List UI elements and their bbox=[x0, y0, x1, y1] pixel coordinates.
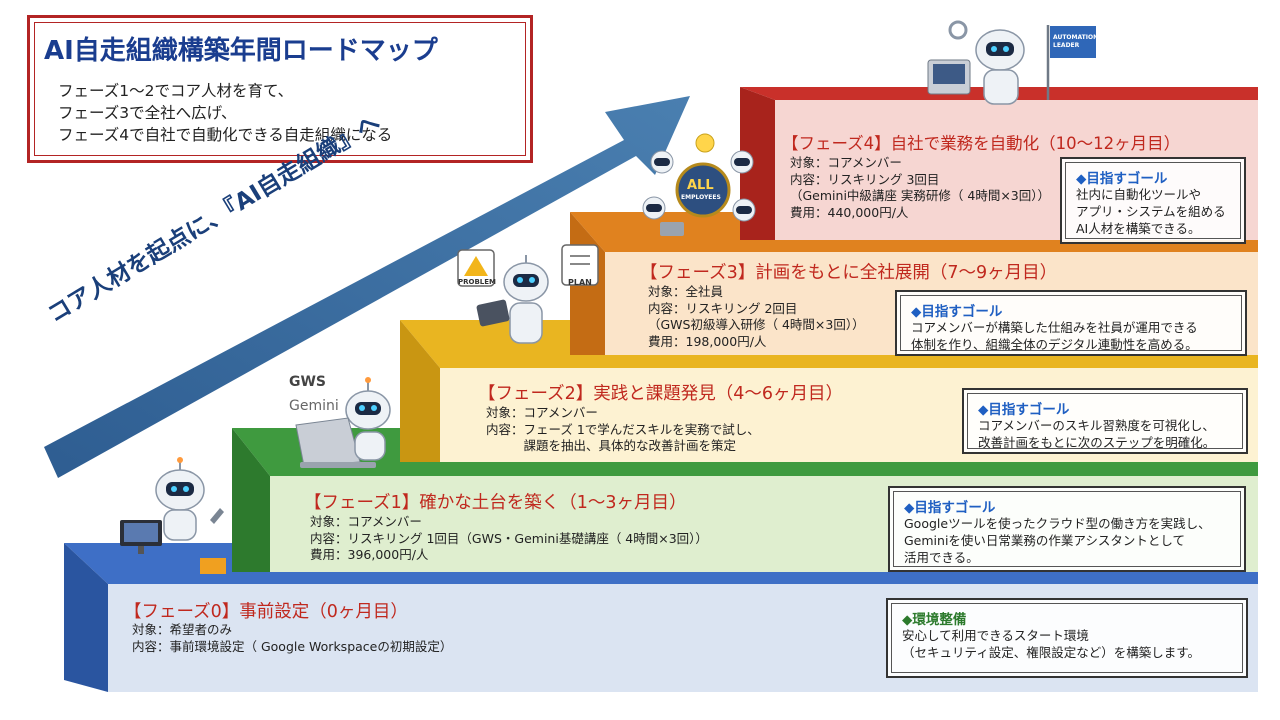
phase3-goal-box: ◆目指すゴール コアメンバーが構築した仕組みを社員が運用できる 体制を作り、組織… bbox=[895, 290, 1247, 356]
phase4-detail-line: 費用：440,000円/人 bbox=[790, 204, 909, 220]
phase1-detail-line: 費用：396,000円/人 bbox=[310, 547, 429, 562]
goal-line: Geminiを使い日常業務の作業アシスタントとして bbox=[904, 533, 1186, 548]
step1-top bbox=[232, 428, 1258, 476]
phase1-detail-line: 対象：コアメンバー bbox=[310, 514, 422, 529]
phase3-detail-line: 費用：198,000円/人 bbox=[648, 333, 767, 349]
progress-arrow bbox=[44, 96, 690, 478]
phase0-detail-line: 対象：希望者のみ bbox=[132, 622, 233, 637]
phase4-goal-text: 社内に自動化ツールや アプリ・システムを組める AI人材を構築できる。 bbox=[1076, 186, 1226, 237]
robot-group-phase3-icon bbox=[642, 133, 756, 236]
goal-box-inner-border bbox=[1065, 162, 1241, 239]
title-box: AI自走組織構築年間ロードマップ フェーズ1〜2でコア人材を育て、 フェーズ3で… bbox=[27, 15, 533, 163]
all-label: ALL bbox=[687, 178, 714, 193]
phase4-detail-line: 内容：リスキリング 3回目 bbox=[790, 171, 940, 187]
phase2-detail-line: 対象：コアメンバー bbox=[486, 405, 598, 420]
phase2-details: 対象：コアメンバー 内容：フェーズ 1で学んだスキルを実務で試し、 課題を抽出、… bbox=[486, 405, 760, 455]
title-box-inner-border bbox=[34, 22, 526, 156]
phase0-goal-text: 安心して利用できるスタート環境 （セキュリティ設定、権限設定など）を構築します。 bbox=[902, 627, 1200, 661]
step1-side bbox=[232, 428, 270, 584]
phase1-title: 【フェーズ1】確かな土台を築く（1〜3ヶ月目） bbox=[304, 493, 687, 513]
robot-leader-phase4-icon bbox=[927, 20, 1096, 105]
goal-line: 活用できる。 bbox=[904, 550, 979, 565]
phase2-detail-line: 課題を抽出、具体的な改善計画を策定 bbox=[486, 438, 737, 453]
flag-label: AUTOMATION LEADER bbox=[1053, 34, 1098, 50]
phase1-detail-line: 内容：リスキリング 1回目（GWS・Gemini基礎講座（ 4時間×3回）） bbox=[310, 530, 708, 546]
subtitle-line: フェーズ1〜2でコア人材を育て、 bbox=[58, 82, 294, 100]
phase1-goal-heading: ◆目指すゴール bbox=[904, 500, 996, 516]
goal-line: AI人材を構築できる。 bbox=[1076, 221, 1201, 236]
gemini-label: Gemini bbox=[289, 398, 339, 414]
robot-phase2-icon bbox=[457, 244, 599, 344]
phase4-detail-line: （Gemini中級講座 実務研修（ 4時間×3回）） bbox=[790, 188, 1050, 203]
step0-top bbox=[64, 543, 1258, 584]
goal-line: 社内に自動化ツールや bbox=[1076, 187, 1202, 202]
phase3-details: 対象：全社員 内容：リスキリング 2回目 （GWS初級導入研修（ 4時間×3回）… bbox=[648, 284, 865, 350]
phase0-detail-line: 内容：事前環境設定（ Google Workspaceの初期設定） bbox=[132, 638, 453, 654]
phase4-title: 【フェーズ4】自社で業務を自動化（10〜12ヶ月目） bbox=[782, 134, 1181, 153]
phase0-details: 対象：希望者のみ 内容：事前環境設定（ Google Workspaceの初期設… bbox=[132, 622, 452, 655]
goal-line: アプリ・システムを組める bbox=[1076, 204, 1226, 219]
goal-line: コアメンバーが構築した仕組みを社員が運用できる bbox=[911, 320, 1198, 335]
phase3-detail-line: （GWS初級導入研修（ 4時間×3回）） bbox=[648, 317, 865, 332]
phase2-title: 【フェーズ2】実践と課題発見（4〜6ヶ月目） bbox=[478, 384, 844, 404]
phase2-detail-line: 内容：フェーズ 1で学んだスキルを実務で試し、 bbox=[486, 421, 760, 437]
title-subtitle: フェーズ1〜2でコア人材を育て、 フェーズ3で全社へ広げ、 フェーズ4で自社で自… bbox=[58, 80, 392, 146]
goal-line: 改善計画をもとに次のステップを明確化。 bbox=[978, 435, 1216, 450]
goal-line: 安心して利用できるスタート環境 bbox=[902, 628, 1089, 643]
phase0-goal-heading: ◆環境整備 bbox=[902, 612, 967, 628]
flag-label-line2: LEADER bbox=[1053, 42, 1080, 49]
subtitle-line: フェーズ4で自社で自動化できる自走組織になる bbox=[58, 126, 393, 144]
gws-label: GWS bbox=[289, 374, 327, 390]
step0-side bbox=[64, 543, 108, 692]
phase4-details: 対象：コアメンバー 内容：リスキリング 3回目 （Gemini中級講座 実務研修… bbox=[790, 155, 1050, 221]
phase1-goal-box: ◆目指すゴール Googleツールを使ったクラウド型の働き方を実践し、 Gemi… bbox=[888, 486, 1246, 572]
goal-box-inner-border bbox=[893, 491, 1241, 567]
phase0-title: 【フェーズ0】事前設定（0ヶ月目） bbox=[124, 602, 408, 622]
robot-phase0-icon bbox=[120, 457, 226, 574]
phase2-goal-box: ◆目指すゴール コアメンバーのスキル習熟度を可視化し、 改善計画をもとに次のステ… bbox=[962, 388, 1248, 454]
goal-box-inner-border bbox=[967, 393, 1243, 449]
phase1-goal-text: Googleツールを使ったクラウド型の働き方を実践し、 Geminiを使い日常業… bbox=[904, 515, 1211, 566]
phase4-goal-box: ◆目指すゴール 社内に自動化ツールや アプリ・システムを組める AI人材を構築で… bbox=[1060, 157, 1246, 244]
goal-box-inner-border bbox=[900, 295, 1242, 351]
problem-label: PROBLEM bbox=[458, 278, 497, 286]
phase2-goal-heading: ◆目指すゴール bbox=[978, 402, 1070, 418]
goal-line: 体制を作り、組織全体のデジタル連動性を高める。 bbox=[911, 337, 1198, 352]
phase3-detail-line: 内容：リスキリング 2回目 bbox=[648, 300, 798, 316]
goal-box-inner-border bbox=[891, 603, 1243, 673]
phase1-details: 対象：コアメンバー 内容：リスキリング 1回目（GWS・Gemini基礎講座（ … bbox=[310, 514, 708, 564]
goal-line: Googleツールを使ったクラウド型の働き方を実践し、 bbox=[904, 516, 1211, 531]
plan-label: PLAN bbox=[568, 278, 592, 287]
phase0-goal-box: ◆環境整備 安心して利用できるスタート環境 （セキュリティ設定、権限設定など）を… bbox=[886, 598, 1248, 678]
phase4-detail-line: 対象：コアメンバー bbox=[790, 155, 902, 170]
page-title: AI自走組織構築年間ロードマップ bbox=[44, 36, 438, 66]
phase3-title: 【フェーズ3】計画をもとに全社展開（7〜9ヶ月目） bbox=[640, 263, 1058, 283]
goal-line: コアメンバーのスキル習熟度を可視化し、 bbox=[978, 418, 1215, 433]
employees-label: EMPLOYEES bbox=[681, 194, 721, 201]
phase3-goal-heading: ◆目指すゴール bbox=[911, 304, 1003, 320]
subtitle-line: フェーズ3で全社へ広げ、 bbox=[58, 104, 237, 122]
step2-top bbox=[400, 320, 1258, 368]
phase4-goal-heading: ◆目指すゴール bbox=[1076, 171, 1168, 187]
flag-label-line1: AUTOMATION bbox=[1053, 34, 1099, 41]
phase3-goal-text: コアメンバーが構築した仕組みを社員が運用できる 体制を作り、組織全体のデジタル連… bbox=[911, 319, 1198, 353]
step2-side bbox=[400, 320, 440, 476]
phase2-goal-text: コアメンバーのスキル習熟度を可視化し、 改善計画をもとに次のステップを明確化。 bbox=[978, 417, 1215, 451]
phase3-detail-line: 対象：全社員 bbox=[648, 284, 724, 299]
robot-phase1-icon bbox=[295, 377, 391, 468]
goal-line: （セキュリティ設定、権限設定など）を構築します。 bbox=[902, 645, 1201, 660]
